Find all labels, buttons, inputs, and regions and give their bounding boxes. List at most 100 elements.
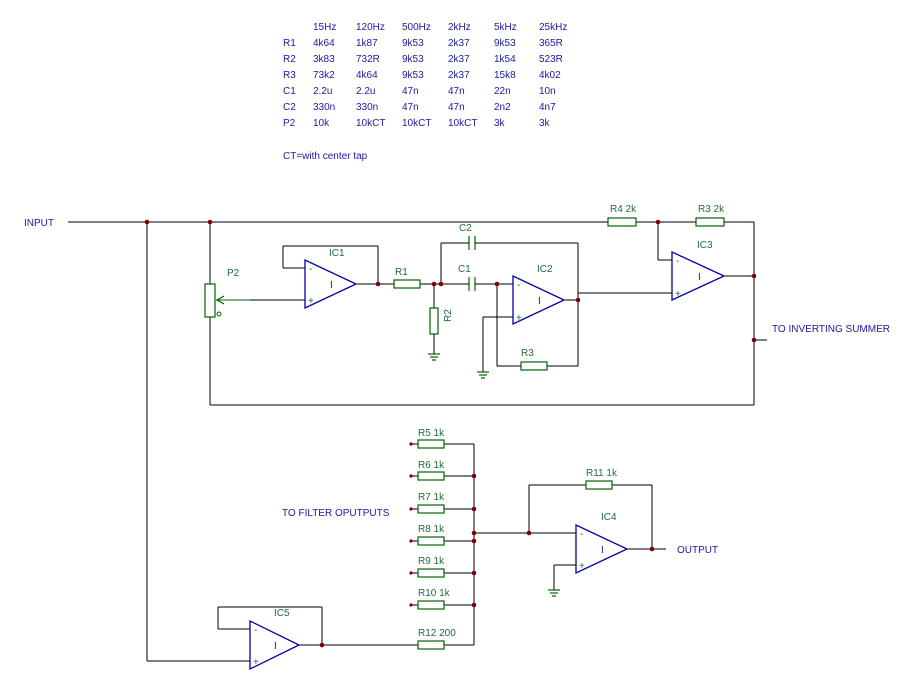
resistor-r9: [417, 568, 445, 578]
svg-text:+: +: [253, 657, 259, 668]
resistor-r3-2k: [695, 217, 725, 227]
label-r6: R6 1k: [418, 460, 445, 471]
svg-text:+: +: [516, 313, 522, 324]
resistor-r2: [429, 307, 439, 335]
resistors: [393, 217, 725, 650]
svg-text:-: -: [676, 256, 679, 267]
svg-text:I: I: [601, 545, 604, 556]
label-r4: R4 2k: [610, 204, 637, 215]
label-output: OUTPUT: [677, 545, 718, 556]
table-cell: 2.2u: [313, 86, 332, 97]
svg-text:I: I: [538, 296, 541, 307]
table-cell: 3k83: [313, 54, 335, 65]
resistor-r1: [393, 279, 421, 289]
filter-output-stubs: [409, 442, 413, 607]
table-cell: 1k87: [356, 38, 378, 49]
resistor-r6: [417, 471, 445, 481]
table-cell: 22n: [494, 86, 511, 97]
table-cell: 47n: [448, 86, 465, 97]
label-ic1: IC1: [329, 248, 345, 259]
svg-text:I: I: [330, 280, 333, 291]
table-cell: 73k2: [313, 70, 335, 81]
svg-text:-: -: [580, 529, 583, 540]
label-r10: R10 1k: [418, 588, 451, 599]
junction-dots: [144, 219, 757, 648]
label-r9: R9 1k: [418, 556, 445, 567]
table-cell: 2.2u: [356, 86, 375, 97]
label-r7: R7 1k: [418, 492, 445, 503]
label-ic5: IC5: [274, 608, 290, 619]
table-header-cell: 2kHz: [448, 22, 471, 33]
label-ic3: IC3: [697, 240, 713, 251]
label-ic4: IC4: [601, 512, 617, 523]
table-cell: 10n: [539, 86, 556, 97]
table-cell: 3k: [539, 118, 551, 129]
table-header-cell: 120Hz: [356, 22, 385, 33]
table-row-label: P2: [283, 118, 296, 129]
resistor-r7: [417, 504, 445, 514]
ground-symbol-ic4: [548, 589, 560, 597]
table-cell: 330n: [356, 102, 378, 113]
opamp-ic4: - + I: [575, 523, 629, 575]
resistor-r4: [607, 217, 637, 227]
table-cell: 3k: [494, 118, 506, 129]
svg-text:+: +: [579, 561, 585, 572]
table-cell: 9k53: [402, 38, 424, 49]
table-row-label: R3: [283, 70, 296, 81]
wires: [68, 221, 767, 662]
resistor-r8: [417, 536, 445, 546]
label-p2: P2: [227, 268, 240, 279]
table-cell: 10kCT: [356, 118, 385, 129]
resistor-r3: [520, 361, 548, 371]
table-header-cell: 25kHz: [539, 22, 567, 33]
table-cell: 9k53: [402, 54, 424, 65]
table-cell: 2k37: [448, 70, 470, 81]
table-cell: 10k: [313, 118, 330, 129]
table-cell: 4n7: [539, 102, 556, 113]
table-cell: 365R: [539, 38, 563, 49]
table-cell: 732R: [356, 54, 380, 65]
label-r8: R8 1k: [418, 524, 445, 535]
opamp-ic3: - + I: [671, 250, 726, 302]
svg-text:-: -: [517, 280, 520, 291]
capacitor-c1: [464, 277, 480, 291]
table-cell: 10kCT: [402, 118, 431, 129]
label-r2: R2: [443, 309, 454, 322]
table-cell: 47n: [402, 86, 419, 97]
opamp-ic2: - + I: [512, 274, 566, 326]
label-ic2: IC2: [537, 264, 553, 275]
table-cell: 2k37: [448, 38, 470, 49]
table-header-cell: 5kHz: [494, 22, 517, 33]
table-cell: 2k37: [448, 54, 470, 65]
signal-labels: INPUT TO INVERTING SUMMER TO FILTER OPUT…: [24, 218, 890, 556]
resistor-r5: [417, 439, 445, 449]
table-note: CT=with center tap: [283, 151, 368, 162]
label-to-inverting-summer: TO INVERTING SUMMER: [772, 324, 890, 335]
label-input: INPUT: [24, 218, 54, 229]
table-cell: 523R: [539, 54, 563, 65]
label-r12: R12 200: [418, 628, 456, 639]
table-cell: 4k02: [539, 70, 561, 81]
label-c1: C1: [458, 264, 471, 275]
svg-text:+: +: [308, 296, 314, 307]
table-cell: 4k64: [313, 38, 335, 49]
table-cell: 15k8: [494, 70, 516, 81]
table-cell: 47n: [448, 102, 465, 113]
table-row-label: R1: [283, 38, 296, 49]
svg-text:-: -: [254, 625, 257, 636]
table-row-label: C2: [283, 102, 296, 113]
svg-text:-: -: [309, 264, 312, 275]
label-c2: C2: [459, 223, 472, 234]
table-header-cell: 15Hz: [313, 22, 336, 33]
ground-symbol-ic2: [477, 371, 489, 379]
label-r11: R11 1k: [586, 468, 618, 479]
table-cell: 330n: [313, 102, 335, 113]
opamp-ic5: - + I: [249, 619, 301, 671]
opamp-ic1: - + I: [304, 258, 358, 310]
table-cell: 47n: [402, 102, 419, 113]
table-cell: 9k53: [402, 70, 424, 81]
svg-text:I: I: [274, 641, 277, 652]
table-cell: 9k53: [494, 38, 516, 49]
table-header-cell: 500Hz: [402, 22, 431, 33]
